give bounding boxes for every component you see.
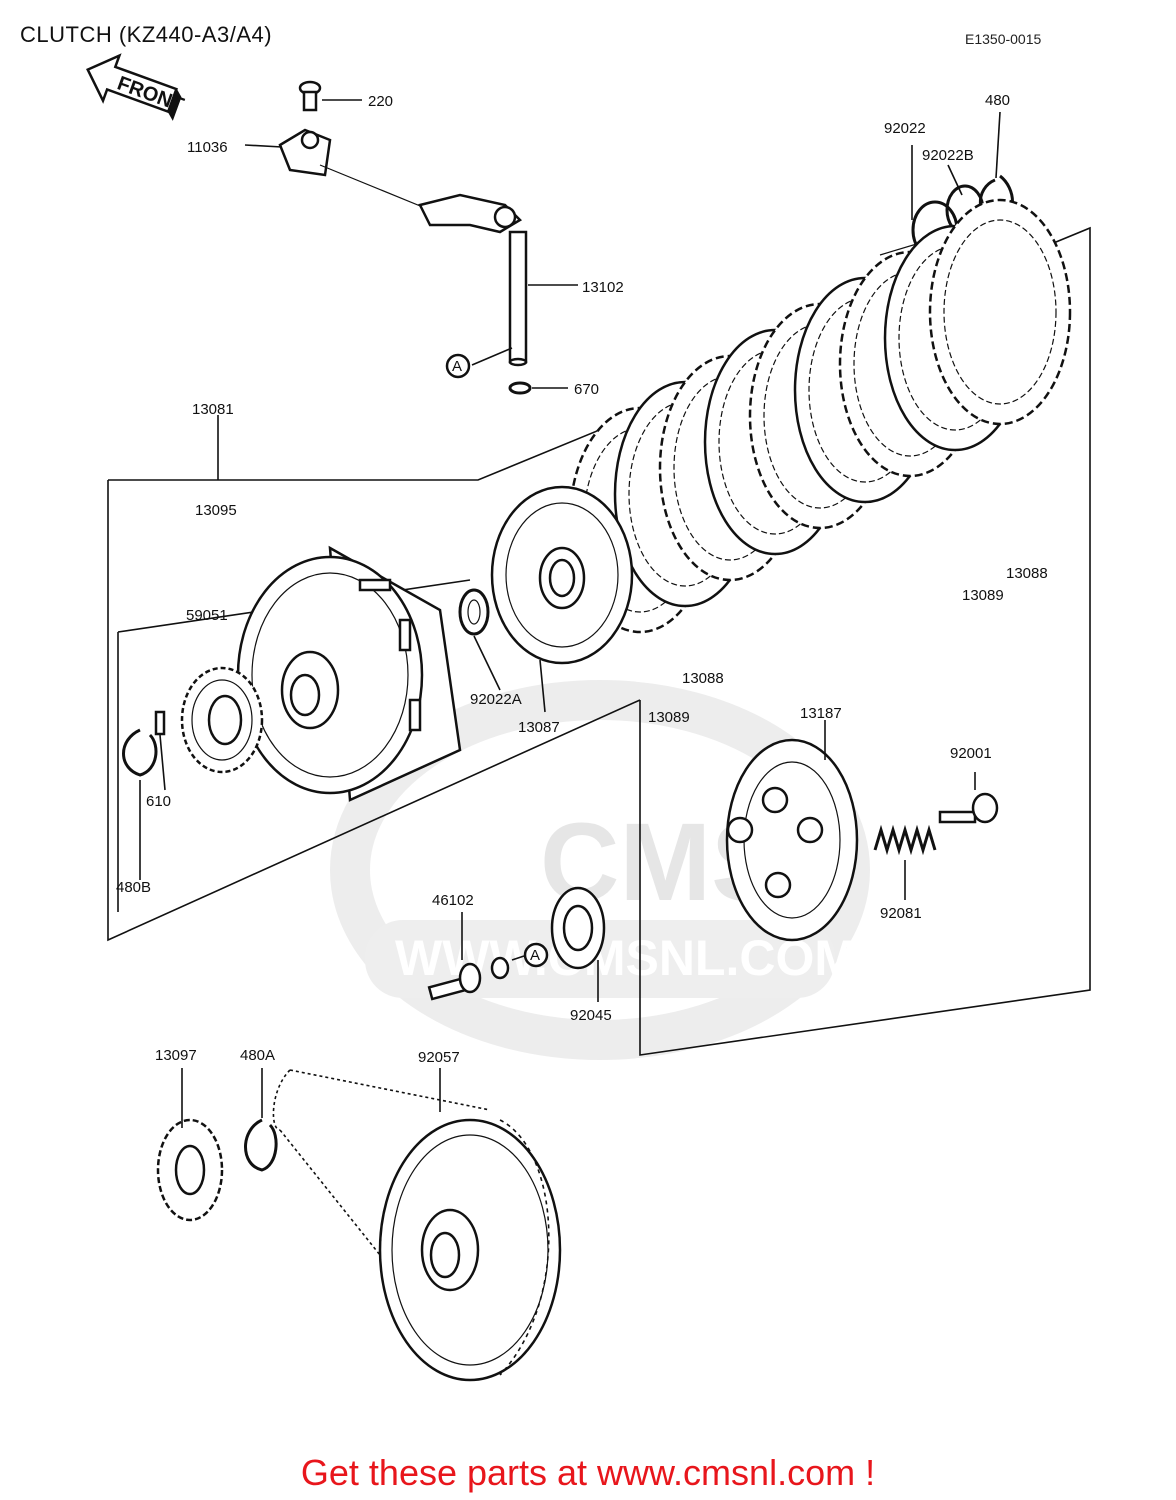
ref-marker-a-top: A: [452, 358, 462, 375]
front-arrow: FRONT: [86, 53, 187, 121]
pushrod-46102: A: [427, 912, 549, 1001]
pressure-plate-13187: [725, 720, 859, 942]
part-label-92045: 92045: [570, 1007, 612, 1024]
clutch-plate: [928, 198, 1072, 426]
screw-220: [298, 80, 362, 112]
part-label-13097: 13097: [155, 1047, 197, 1064]
bearing-92045: [550, 886, 606, 1002]
part-label-92081: 92081: [880, 905, 922, 922]
part-label-13089-alt: 13089: [648, 709, 690, 726]
clutch-housing-13095: [236, 545, 462, 802]
release-shaft-13102: A: [418, 193, 578, 395]
part-label-92057: 92057: [418, 1049, 460, 1066]
part-label-13187: 13187: [800, 705, 842, 722]
part-label-13088-alt: 13088: [682, 670, 724, 687]
part-label-92001: 92001: [950, 745, 992, 762]
part-label-92022B: 92022B: [922, 147, 974, 164]
diagram-title: CLUTCH (KZ440-A3/A4): [20, 22, 273, 47]
clutch-plates: [568, 198, 1072, 634]
circlip-480B: [122, 710, 166, 880]
part-label-13102: 13102: [582, 279, 624, 296]
gear-59051: [180, 666, 264, 774]
clutch-hub-13087: [458, 485, 634, 713]
part-label-92022: 92022: [884, 120, 926, 137]
part-label-480: 480: [985, 92, 1010, 109]
part-label-46102: 46102: [432, 892, 474, 909]
part-label-13089: 13089: [962, 587, 1004, 604]
part-label-92022A: 92022A: [470, 691, 522, 708]
call-to-action-link[interactable]: Get these parts at www.cmsnl.com !: [300, 1452, 876, 1493]
clutch-plate-inner: [943, 219, 1057, 405]
part-label-480A: 480A: [240, 1047, 275, 1064]
bracket-11036: [244, 128, 431, 211]
part-label-480B: 480B: [116, 879, 151, 896]
part-label-670: 670: [574, 381, 599, 398]
part-label-220: 220: [368, 93, 393, 110]
part-label-59051: 59051: [186, 607, 228, 624]
part-label-610: 610: [146, 793, 171, 810]
diagram-code: E1350-0015: [965, 31, 1042, 47]
spring-and-bolt: [873, 772, 999, 900]
part-labels: 220 11036 13102 670 92022 92022B 480 13081 13095…: [116, 92, 1048, 1066]
part-label-13088: 13088: [1006, 565, 1048, 582]
primary-drive: [156, 1068, 562, 1382]
ref-marker-a-bottom: A: [530, 947, 540, 964]
part-label-11036: 11036: [187, 139, 228, 156]
part-label-13095: 13095: [195, 502, 237, 519]
part-label-13081: 13081: [192, 401, 234, 418]
part-label-13087: 13087: [518, 719, 560, 736]
